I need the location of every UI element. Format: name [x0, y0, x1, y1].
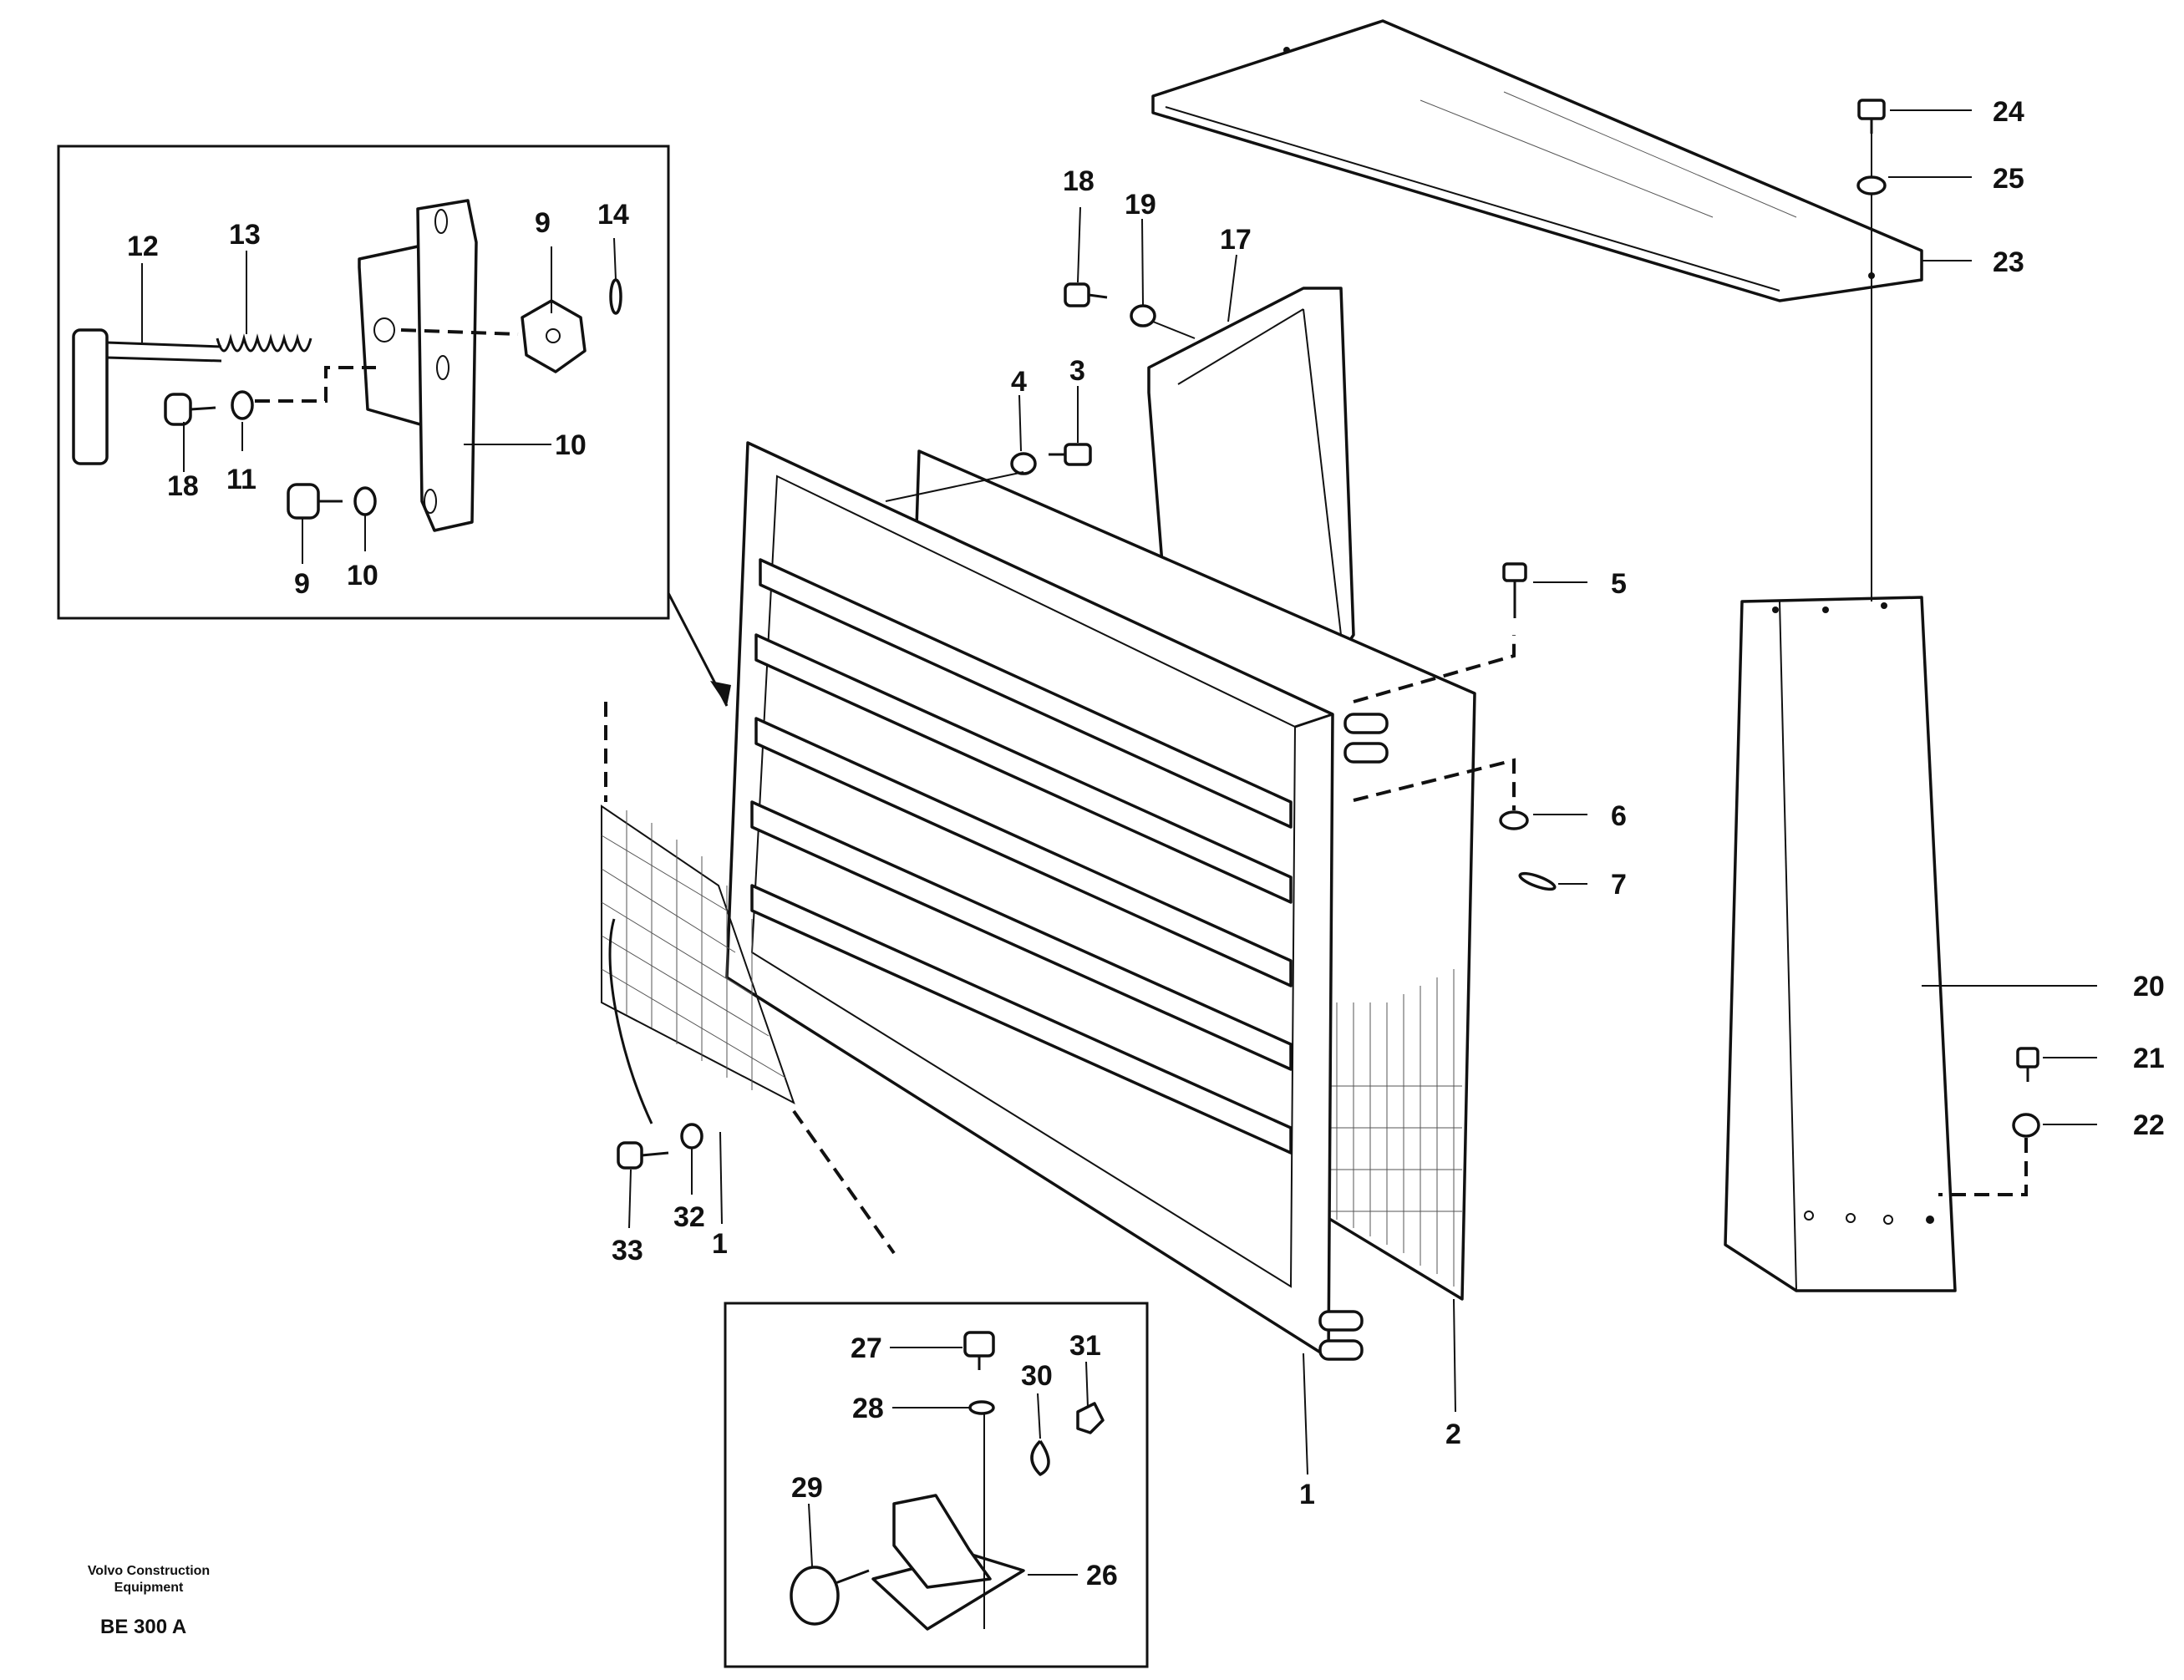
knob-29: [790, 1566, 870, 1626]
callout-25-b: 25: [1993, 163, 2024, 195]
cotter-pin-16: [609, 278, 622, 315]
bolt-5: [1502, 562, 1527, 618]
footer-code: BE 300 A: [100, 1616, 186, 1638]
callout-20-b: 20: [2133, 971, 2165, 1002]
washer-22: [2012, 1113, 2040, 1138]
washer-19: [1130, 304, 1156, 327]
callout-9-b: 9: [294, 568, 310, 600]
callout-23-b: 23: [1993, 246, 2024, 278]
callout-6-b: 6: [1611, 800, 1627, 832]
footer: Volvo Construction Equipment BE 300 A: [88, 1564, 210, 1638]
hinge-detail-box: [724, 1302, 1149, 1668]
spring-15: [216, 333, 312, 353]
split-pin-7: [1518, 871, 1557, 891]
callout-33-b: 33: [612, 1235, 643, 1266]
hinge-brackets-upper: [1343, 713, 1389, 764]
callout-8: 10: [555, 429, 587, 461]
latch-pin-14: [72, 328, 222, 465]
callout-28-b: 28: [852, 1393, 884, 1424]
bolt-27: [963, 1331, 995, 1370]
callout-16: 14: [597, 199, 629, 231]
callout-19-b: 19: [1125, 189, 1156, 221]
callout-14: 12: [127, 231, 159, 262]
callout-18-b: 18: [1063, 165, 1095, 197]
callout-17-b: 17: [1220, 224, 1252, 256]
bolt-12: [164, 393, 216, 426]
callout-24-b: 24: [1993, 96, 2024, 128]
bolt-3: [1049, 443, 1092, 466]
callout-31-b: 31: [1069, 1330, 1101, 1362]
callout-7-b: 7: [1611, 869, 1627, 901]
front-mesh: [601, 702, 896, 1255]
bolt-33: [617, 1141, 669, 1170]
callout-2-b: 2: [1445, 1419, 1461, 1450]
washer-4: [1010, 452, 1037, 475]
washer-13: [231, 390, 254, 420]
spring-washer-30: [1030, 1439, 1050, 1476]
callout-1-frame-b: 1: [1299, 1479, 1315, 1510]
leader-lines: [141, 109, 2097, 1576]
side-panel: [1724, 596, 1957, 1292]
hinge-brackets-lower: [1318, 1310, 1364, 1361]
callout-22-b: 22: [2133, 1109, 2165, 1141]
callout-27-b: 27: [851, 1332, 882, 1364]
washer-6: [1499, 810, 1529, 830]
callout-11: 9: [535, 207, 551, 239]
callout-3-b: 3: [1069, 355, 1085, 387]
callout-26-b: 26: [1086, 1560, 1118, 1591]
callout-12: 18: [167, 470, 199, 502]
bolt-24: [1857, 99, 1886, 134]
washer-28: [968, 1400, 995, 1415]
callout-29-b: 29: [791, 1472, 823, 1504]
nut-31: [1076, 1402, 1105, 1434]
callout-5-b: 5: [1611, 568, 1627, 600]
callout-4-b: 4: [1011, 366, 1027, 398]
callout-13: 11: [226, 464, 256, 495]
washer-25: [1856, 175, 1887, 195]
callout-32-b: 32: [673, 1201, 705, 1233]
bolt-18: [1064, 282, 1108, 307]
footer-line1: Volvo Construction: [88, 1564, 210, 1578]
callout-10-b: 10: [347, 560, 378, 591]
callout-15: 13: [229, 219, 261, 251]
bolt-9: [287, 483, 343, 520]
washer-10: [353, 486, 377, 516]
latch-plate-8: [358, 199, 478, 532]
bolt-21: [2016, 1047, 2039, 1082]
roof-plate: [1151, 19, 1923, 302]
washer-32: [680, 1123, 703, 1150]
cam-11: [521, 299, 587, 373]
callout-30-b: 30: [1021, 1360, 1053, 1392]
grille-frame: [725, 441, 1334, 1359]
callout-1-mesh-b: 1: [712, 1228, 728, 1260]
latch-detail-box: [57, 145, 731, 707]
bracket-26: [871, 1494, 1025, 1631]
callout-21-b: 21: [2133, 1043, 2165, 1074]
callouts: 12 13 9 14 10 18 11 11 9 10 18 19 17 4 3…: [127, 96, 2165, 1591]
footer-line2: Equipment: [114, 1581, 184, 1595]
